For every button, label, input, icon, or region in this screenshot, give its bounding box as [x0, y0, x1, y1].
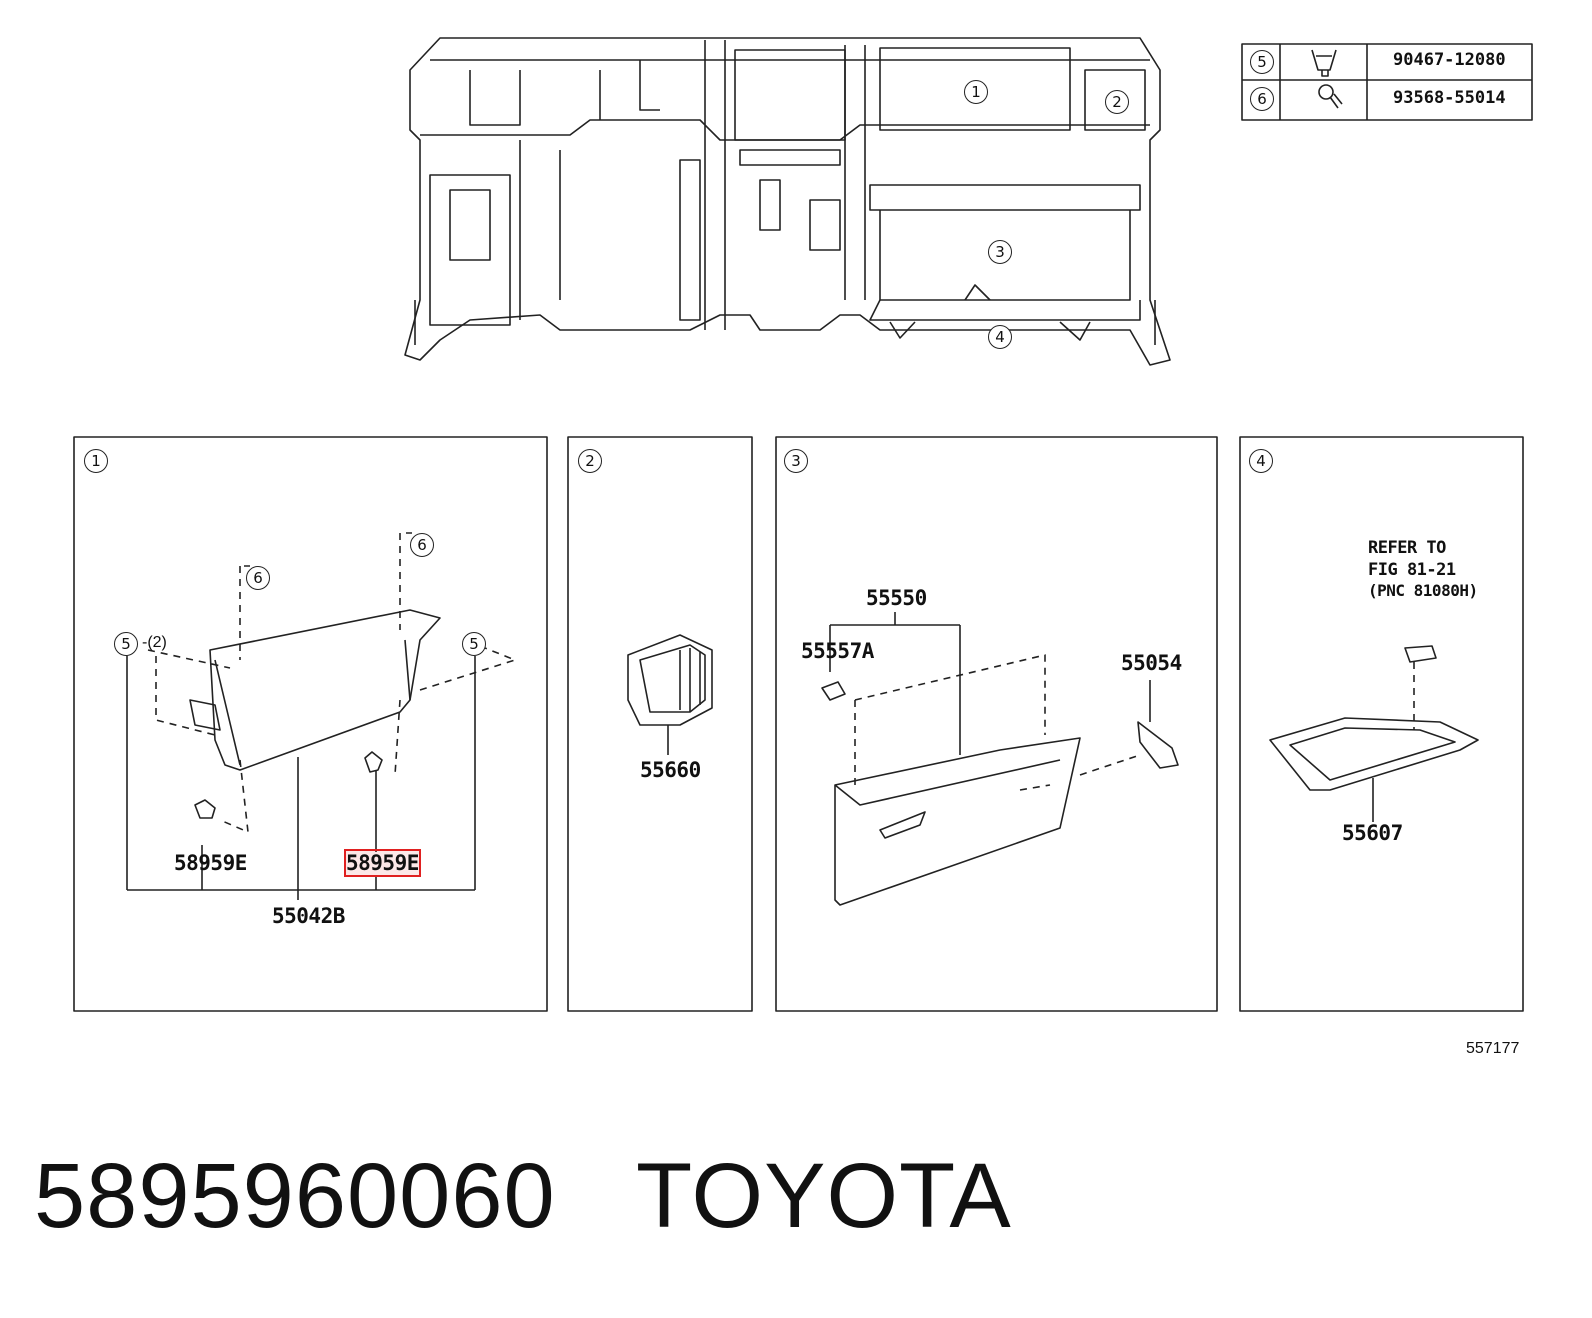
panel-4-frame [1239, 436, 1524, 1012]
table-ref-5: 5 [1250, 50, 1274, 74]
ref-6-callout: 6 [246, 566, 270, 590]
figure-id: 557177 [1466, 1040, 1520, 1057]
part-label-55607: 55607 [1342, 821, 1403, 845]
refer-note-line-1: REFER TO [1368, 538, 1446, 558]
panel-3-drawing [821, 612, 1179, 906]
table-part-number-2: 93568-55014 [1393, 88, 1506, 108]
parts-table-grid [1241, 43, 1533, 121]
footer-brand: TOYOTA [636, 1145, 1012, 1247]
panel-1-number: 1 [84, 449, 108, 473]
panel-3-dashed [854, 654, 1141, 791]
overview-callout-2: 2 [1105, 90, 1129, 114]
dashboard-overview-drawing [404, 37, 1171, 366]
panel-3-frame [775, 436, 1218, 1012]
panel-4-number: 4 [1249, 449, 1273, 473]
ref-6-callout: 6 [410, 533, 434, 557]
part-label-55550: 55550 [866, 586, 927, 610]
overview-callout-1: 1 [964, 80, 988, 104]
part-label-55054: 55054 [1121, 651, 1182, 675]
panel-1-frame [73, 436, 548, 1012]
refer-note-line-2: FIG 81-21 [1368, 560, 1456, 580]
table-ref-6: 6 [1250, 87, 1274, 111]
part-label-58959e-highlighted[interactable]: 58959E [344, 849, 421, 877]
ref-5-callout: 5 [114, 632, 138, 656]
panel-1-drawing [126, 609, 476, 900]
part-label-58959e-left: 58959E [174, 851, 247, 875]
footer-part-number: 5895960060 [34, 1145, 556, 1247]
panel-2-drawing [627, 634, 713, 755]
screw-icon [1318, 84, 1343, 109]
overview-callout-4: 4 [988, 325, 1012, 349]
part-label-55557a: 55557A [801, 639, 874, 663]
part-label-55660: 55660 [640, 758, 701, 782]
part-label-55042b: 55042B [272, 904, 345, 928]
clip-icon [1311, 49, 1337, 77]
panel-3-number: 3 [784, 449, 808, 473]
ref-5-callout: 5 [462, 632, 486, 656]
panel-4-drawing [1269, 645, 1479, 822]
panel-2-number: 2 [578, 449, 602, 473]
quantity-label: -(2) [142, 634, 167, 651]
panel-1-dashed [147, 532, 516, 833]
table-part-number-1: 90467-12080 [1393, 50, 1506, 70]
refer-note-line-3: (PNC 81080H) [1368, 581, 1478, 600]
overview-callout-3: 3 [988, 240, 1012, 264]
panel-2-frame [567, 436, 753, 1012]
